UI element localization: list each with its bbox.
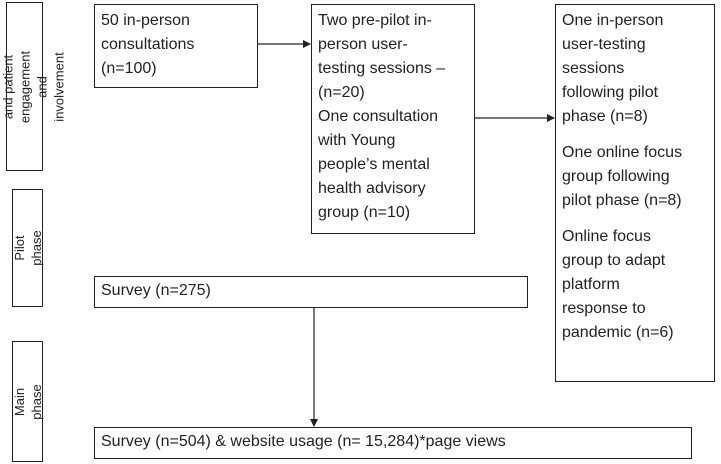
text-line: person user- [318, 36, 408, 53]
text-line: pilot phase (n=8) [562, 192, 682, 209]
phase-engagement-label: Participant and patient engagement and i… [0, 50, 66, 123]
text-line: testing sessions – [318, 60, 446, 77]
text-line: with Young [318, 132, 396, 149]
box-survey-main: Survey (n=504) & website usage (n= 15,28… [94, 427, 692, 459]
text-line: Two pre-pilot in- [318, 12, 432, 29]
box-consultations: 50 in-person consultations (n=100) [94, 4, 258, 88]
text-line: people’s mental [318, 156, 430, 173]
text-line: (n=20) [318, 84, 365, 101]
text-line: Survey (n=504) & website usage (n= 15,28… [101, 433, 506, 450]
text-line: group (n=10) [318, 204, 411, 221]
text-line: One online focus [562, 144, 683, 161]
text-line: health advisory [318, 180, 426, 197]
text-line: sessions [562, 60, 625, 77]
text-line: Online focus [562, 228, 651, 245]
phase-engagement: Participant and patient engagement and i… [0, 2, 66, 171]
box-pre-pilot: Two pre-pilot in- person user- testing s… [311, 4, 475, 234]
text-line: following pilot [562, 84, 659, 101]
text-line: Survey (n=275) [101, 282, 211, 299]
text-line: One consultation [318, 108, 439, 125]
text-line: 50 in-person [101, 12, 190, 29]
phase-main: Main phase [11, 341, 44, 462]
text-line: platform [562, 276, 620, 293]
phase-pilot: Pilot phase [11, 189, 44, 307]
text-line: pandemic (n=6) [562, 324, 674, 341]
text-line: (n=100) [101, 60, 157, 77]
phase-main-label: Main phase [11, 383, 44, 420]
text-line: user-testing [562, 36, 646, 53]
text-line: phase (n=8) [562, 108, 648, 125]
text-line: consultations [101, 36, 195, 53]
phase-pilot-label: Pilot phase [11, 230, 44, 266]
box-followup: One in-person user-testing sessions foll… [555, 4, 715, 382]
text-line: group following [562, 168, 670, 185]
text-line: response to [562, 300, 646, 317]
text-line: group to adapt [562, 252, 666, 269]
text-line: One in-person [562, 12, 664, 29]
box-survey-pilot: Survey (n=275) [94, 276, 528, 308]
